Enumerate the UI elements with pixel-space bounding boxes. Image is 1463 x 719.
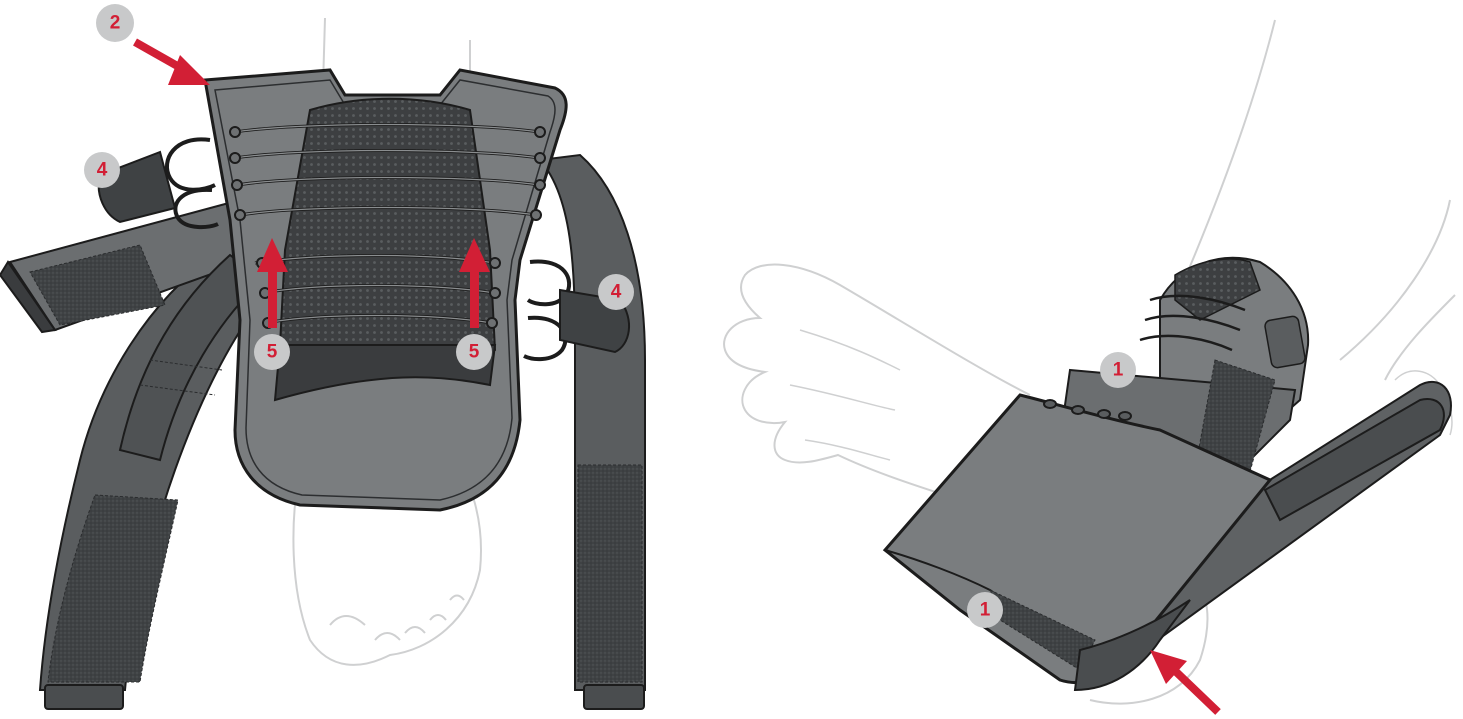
right-strap-velcro xyxy=(578,465,642,682)
arrow-callout-2 xyxy=(135,42,210,85)
right-view-strap-end xyxy=(1265,399,1444,520)
callout-badge-4-right: 4 xyxy=(598,274,634,310)
callout-badge-2: 2 xyxy=(96,4,134,42)
callout-badge-1-lower: 1 xyxy=(967,592,1003,628)
callout-badge-1-upper: 1 xyxy=(1100,352,1136,388)
callout-badge-4-left: 4 xyxy=(84,152,120,188)
left-strap-tab xyxy=(45,685,123,709)
svg-text:1: 1 xyxy=(980,600,991,621)
right-strap-tab xyxy=(584,685,644,709)
svg-text:5: 5 xyxy=(267,342,278,363)
left-brace-front-view: 2 4 4 5 5 xyxy=(0,4,645,709)
svg-text:4: 4 xyxy=(611,282,622,303)
right-brace-side-view: 1 1 xyxy=(724,20,1455,712)
svg-text:2: 2 xyxy=(110,13,121,34)
right-view-patch xyxy=(1264,315,1306,368)
svg-text:5: 5 xyxy=(469,342,480,363)
left-dring xyxy=(167,139,215,189)
callout-badge-5-left: 5 xyxy=(254,334,290,370)
callout-badge-5-right: 5 xyxy=(456,334,492,370)
svg-text:4: 4 xyxy=(97,160,108,181)
svg-text:1: 1 xyxy=(1113,360,1124,381)
